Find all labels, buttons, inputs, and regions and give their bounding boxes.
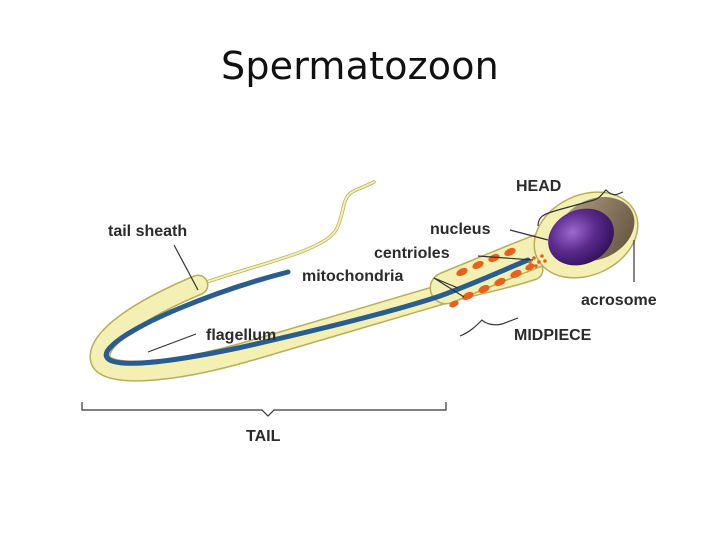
label-tail-sheath: tail sheath <box>108 223 187 240</box>
head <box>533 191 639 279</box>
label-tail: TAIL <box>246 428 281 445</box>
label-flagellum: flagellum <box>206 327 276 344</box>
midpiece-bracket <box>459 317 519 337</box>
label-nucleus: nucleus <box>430 221 491 238</box>
label-acrosome: acrosome <box>581 292 657 309</box>
centrioles-dots <box>528 254 547 268</box>
tail-bracket <box>81 402 447 417</box>
label-midpiece: MIDPIECE <box>514 327 592 344</box>
sperm-diagram: HEAD nucleus centrioles mitochondria acr… <box>78 160 680 445</box>
nucleus-shape <box>548 208 614 266</box>
label-head: HEAD <box>516 178 561 195</box>
head-bracket <box>537 189 624 227</box>
centrioles-leader <box>477 255 534 261</box>
mitochondria-leader <box>433 277 465 298</box>
flagellum-core <box>103 257 531 366</box>
label-mitochondria: mitochondria <box>302 268 403 285</box>
flagellum-leader <box>147 333 197 353</box>
nucleus-leader <box>509 229 549 241</box>
mitochondria-cluster <box>449 247 535 308</box>
slide-title: Spermatozoon <box>221 44 499 88</box>
label-centrioles: centrioles <box>374 245 450 262</box>
tail-sheath-leader <box>173 244 199 291</box>
